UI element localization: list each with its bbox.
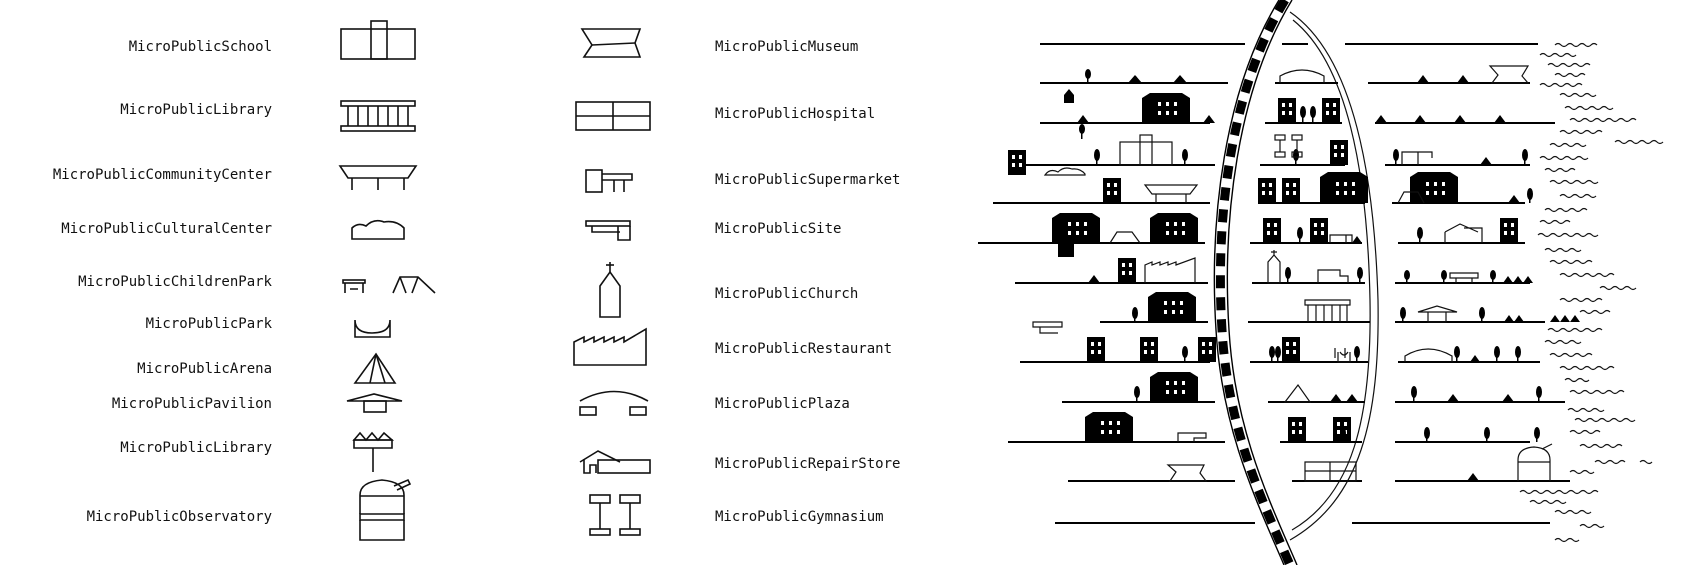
label-community-center: MicroPublicCommunityCenter xyxy=(52,167,272,183)
library-tree-icon xyxy=(352,431,395,472)
label-supermarket: MicroPublicSupermarket xyxy=(715,172,901,188)
label-arena: MicroPublicArena xyxy=(137,361,272,377)
label-museum: MicroPublicMuseum xyxy=(715,39,859,55)
observatory-icon xyxy=(359,478,412,541)
loop-road xyxy=(1289,11,1379,541)
children-park-icon xyxy=(342,276,436,294)
label-church: MicroPublicChurch xyxy=(715,286,859,302)
school-icon xyxy=(340,20,416,60)
label-cultural-center: MicroPublicCulturalCenter xyxy=(61,221,272,237)
library-icon xyxy=(340,100,416,132)
label-site: MicroPublicSite xyxy=(715,221,842,237)
restaurant-icon xyxy=(573,327,647,366)
pavilion-icon xyxy=(346,393,403,413)
label-library-2: MicroPublicLibrary xyxy=(120,440,272,456)
outline-buildings xyxy=(1032,65,1553,482)
trees xyxy=(1079,69,1542,442)
label-restaurant: MicroPublicRestaurant xyxy=(715,341,893,357)
railway-track xyxy=(1215,0,1295,565)
label-park: MicroPublicPark xyxy=(145,316,272,332)
church-icon xyxy=(599,262,621,318)
park-icon xyxy=(354,319,391,338)
label-observatory: MicroPublicObservatory xyxy=(86,509,272,525)
label-plaza: MicroPublicPlaza xyxy=(715,396,850,412)
water-waves xyxy=(1519,42,1664,543)
black-buildings xyxy=(1008,93,1518,442)
city-map xyxy=(978,0,1664,565)
plaza-icon xyxy=(579,390,649,416)
cultural-center-icon xyxy=(351,219,405,240)
site-icon xyxy=(585,220,631,241)
repair-store-icon xyxy=(579,450,651,474)
label-hospital: MicroPublicHospital xyxy=(715,106,876,122)
hospital-icon xyxy=(575,101,651,131)
gymnasium-icon xyxy=(589,494,641,536)
label-gymnasium: MicroPublicGymnasium xyxy=(715,509,884,525)
community-center-icon xyxy=(338,165,418,190)
supermarket-icon xyxy=(585,169,633,193)
arena-icon xyxy=(353,352,397,384)
black-houses xyxy=(1064,75,1580,481)
label-pavilion: MicroPublicPavilion xyxy=(111,396,272,412)
label-school: MicroPublicSchool xyxy=(128,39,272,55)
label-library: MicroPublicLibrary xyxy=(120,102,272,118)
label-repair-store: MicroPublicRepairStore xyxy=(715,456,901,472)
label-children-park: MicroPublicChildrenPark xyxy=(78,274,272,290)
museum-icon xyxy=(580,28,642,58)
